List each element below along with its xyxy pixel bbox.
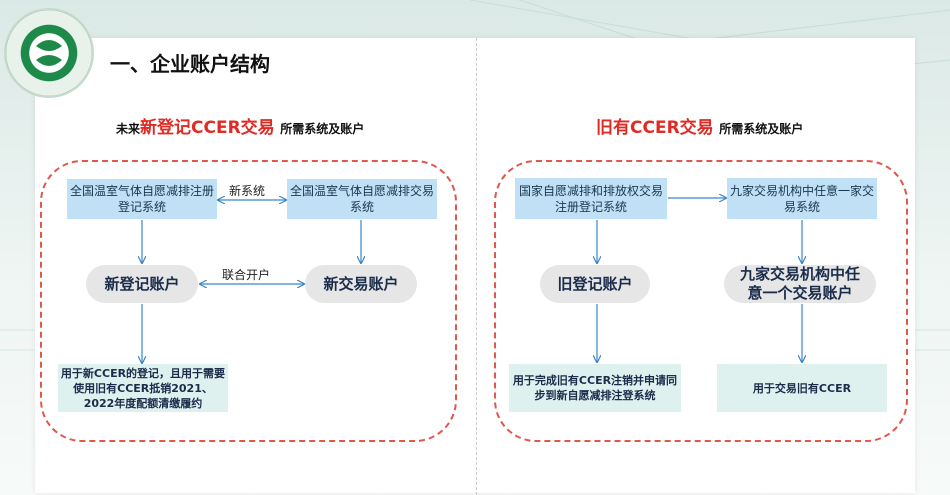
left-diagram-panel [40,160,457,442]
logo-emblem-icon [36,40,62,66]
right-subtitle-highlight: 旧有CCER交易 [596,118,714,138]
left-trading-system: 全国温室气体自愿减排交易系统 [287,179,437,219]
right-registry-usage-note: 用于完成旧有CCER注销并申请同步到新自愿减排注登系统 [509,364,681,412]
right-trading-account: 九家交易机构中任意一个交易账户 [724,265,876,303]
right-subtitle: 旧有CCER交易 所需系统及账户 [596,113,803,138]
organization-logo [6,10,92,96]
left-subtitle-suffix: 所需系统及账户 [280,122,365,136]
right-subtitle-suffix: 所需系统及账户 [719,122,804,136]
left-subtitle: 未来新登记CCER交易 所需系统及账户 [116,113,364,138]
left-systems-link-label: 新系统 [229,184,266,198]
right-registry-account: 旧登记账户 [540,265,650,303]
left-registry-account: 新登记账户 [86,265,198,303]
right-trading-usage-note: 用于交易旧有CCER [717,364,887,412]
page-title: 一、企业账户结构 [110,52,270,76]
left-trading-account: 新交易账户 [305,265,417,303]
right-trading-system: 九家交易机构中任意一家交易系统 [727,178,877,219]
left-subtitle-highlight: 新登记CCER交易 [140,118,275,138]
left-subtitle-prefix: 未来 [116,122,141,136]
left-registry-system: 全国温室气体自愿减排注册登记系统 [67,179,217,219]
left-usage-note: 用于新CCER的登记，且用于需要使用旧有CCER抵销2021、2022年度配额清… [58,364,228,412]
right-diagram-panel [494,160,908,442]
left-accounts-link-label: 联合开户 [222,268,271,282]
right-registry-system: 国家自愿减排和排放权交易注册登记系统 [515,178,667,219]
center-divider [476,38,477,495]
